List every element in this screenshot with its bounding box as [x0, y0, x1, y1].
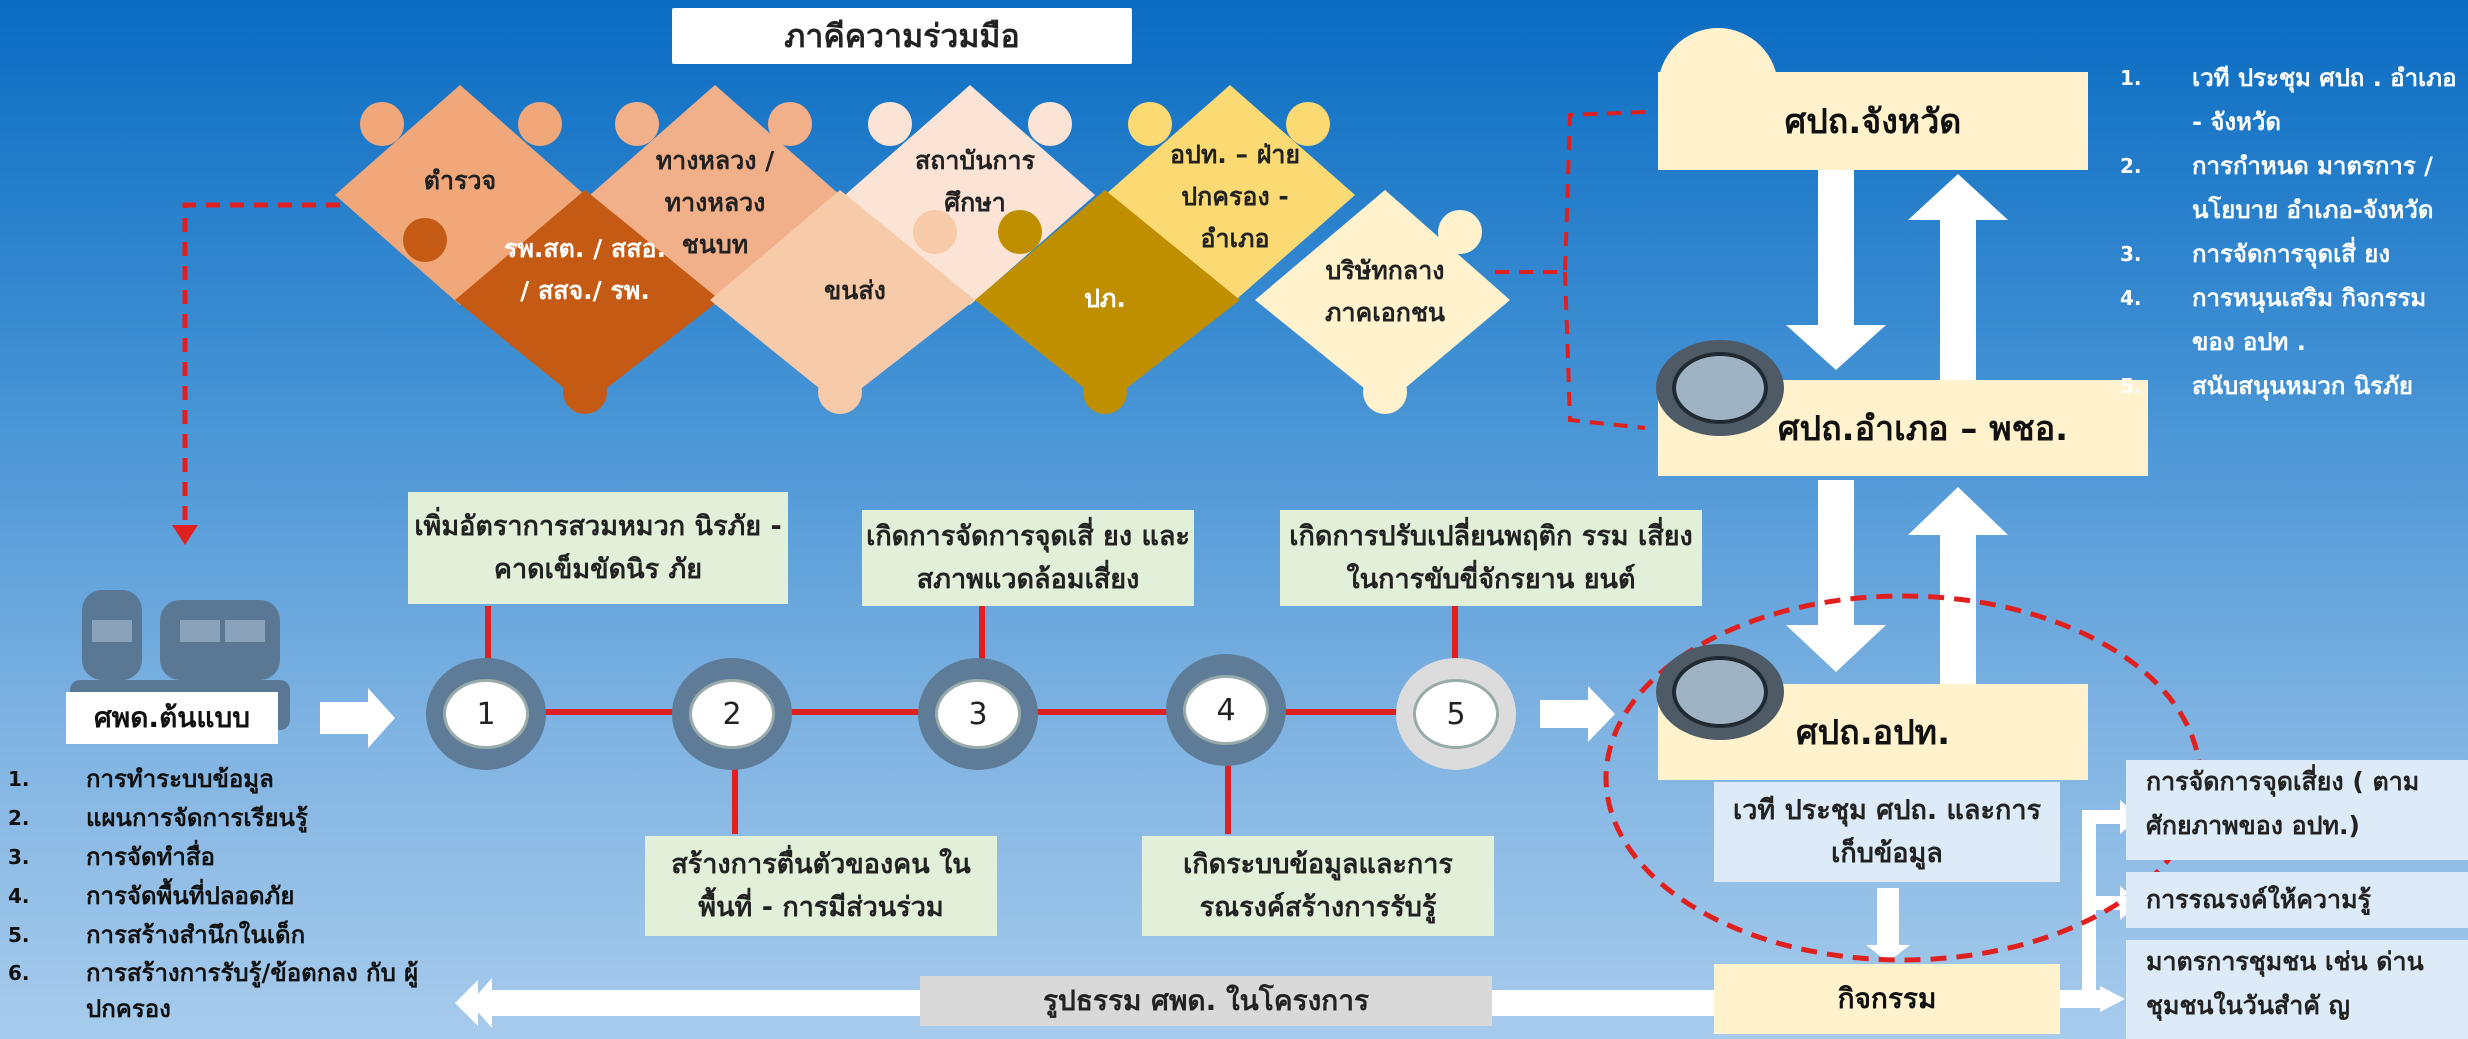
- puzzle-label-transport: ขนส่ง: [824, 276, 886, 305]
- outcome-risk-management: การจัดการจุดเสี่ยง ( ตามศักยภาพของ อปท.): [2126, 760, 2468, 860]
- puzzle-label-private: บริษัทกลาง ภาคเอกชน: [1325, 256, 1445, 327]
- goal-helmet-seatbelt: เพิ่มอัตราการสวมหมวก นิรภัย - คาดเข็มขัด…: [408, 492, 788, 604]
- list-item: 4.การหนุนเสริม กิจกรรมของ อปท .: [2120, 284, 2427, 356]
- partners-title: ภาคีความร่วมมือ: [672, 8, 1132, 64]
- province-center-box: ศปถ.จังหวัด: [1658, 72, 2088, 170]
- step-3-node: 3: [918, 658, 1038, 770]
- list-item: 5.การสร้างสำนึกในเด็ก: [8, 921, 306, 949]
- puzzle-piece-private: [1255, 190, 1510, 405]
- goal-data-campaign: เกิดระบบข้อมูลและการ รณรงค์สร้างการรับรู…: [1142, 836, 1494, 936]
- list-item: 1.การทำระบบข้อมูล: [8, 765, 274, 793]
- puzzle-piece-health: [455, 190, 720, 405]
- goal-behavior-change: เกิดการปรับเปลี่ยนพฤติก รรม เสี่ยงในการข…: [1280, 510, 1702, 606]
- local-badge-icon: [1656, 644, 1784, 740]
- puzzle-piece-disaster: [975, 190, 1240, 405]
- step-4-node: 4: [1166, 654, 1286, 766]
- goal-risk-point-management: เกิดการจัดการจุดเสี่ ยง และสภาพแวดล้อมเส…: [862, 510, 1194, 606]
- list-item: 5.สนับสนุนหมวก นิรภัย: [2120, 372, 2413, 400]
- puzzle-label-school: สถาบันการ ศึกษา: [915, 146, 1035, 217]
- concrete-outcome-label: รูปธรรม ศพด. ในโครงการ: [920, 976, 1492, 1026]
- goal-community-awareness: สร้างการตื่นตัวของคน ในพื้นที่ - การมีส่…: [645, 836, 997, 936]
- model-center-label: ศพด.ต้นแบบ: [66, 692, 278, 744]
- puzzle-label-police: ตำรวจ: [423, 166, 497, 195]
- list-item: 2.การกำหนด มาตรการ / นโยบาย อำเภอ-จังหวั…: [2120, 152, 2434, 224]
- activity-box: กิจกรรม: [1714, 964, 2060, 1034]
- puzzle-piece-transport: [710, 190, 975, 405]
- list-item: 3.การจัดทำสื่อ: [8, 843, 215, 871]
- step-5-node: 5: [1396, 658, 1516, 770]
- model-activity-list: 1.การทำระบบข้อมูล 2.แผนการจัดการเรียนรู้…: [8, 760, 486, 1027]
- province-district-activity-list: 1.เวที ประชุม ศปถ . อำเภอ - จังหวัด 2.กา…: [2120, 56, 2465, 408]
- puzzle-label-health: รพ.สต. / สสอ. / สสจ./ รพ.: [504, 234, 666, 305]
- puzzle-label-highway: ทางหลวง / ทางหลวง ชนบท: [655, 146, 775, 259]
- step-1-node: 1: [426, 658, 546, 770]
- outcome-community-measures: มาตรการชุมชน เช่น ด่านชุมชนในวันสำคั ญ: [2126, 940, 2468, 1039]
- list-item: 6.การสร้างการรับรู้/ข้อตกลง กับ ผู้ปกครอ…: [8, 959, 419, 1023]
- list-item: 3.การจัดการจุดเสี่ ยง: [2120, 240, 2391, 268]
- district-badge-icon: [1656, 340, 1784, 436]
- forum-data-box: เวที ประชุม ศปถ. และการเก็บข้อมูล: [1714, 782, 2060, 882]
- puzzle-label-local-admin: อปท. – ฝ่าย ปกครอง - อำเภอ: [1169, 140, 1301, 253]
- puzzle-label-disaster: ปภ.: [1084, 284, 1126, 313]
- list-item: 2.แผนการจัดการเรียนรู้: [8, 804, 308, 832]
- outcome-campaign: การรณรงค์ให้ความรู้: [2126, 872, 2468, 928]
- list-item: 1.เวที ประชุม ศปถ . อำเภอ - จังหวัด: [2120, 64, 2457, 136]
- list-item: 4.การจัดพื้นที่ปลอดภัย: [8, 882, 295, 910]
- step-2-node: 2: [672, 658, 792, 770]
